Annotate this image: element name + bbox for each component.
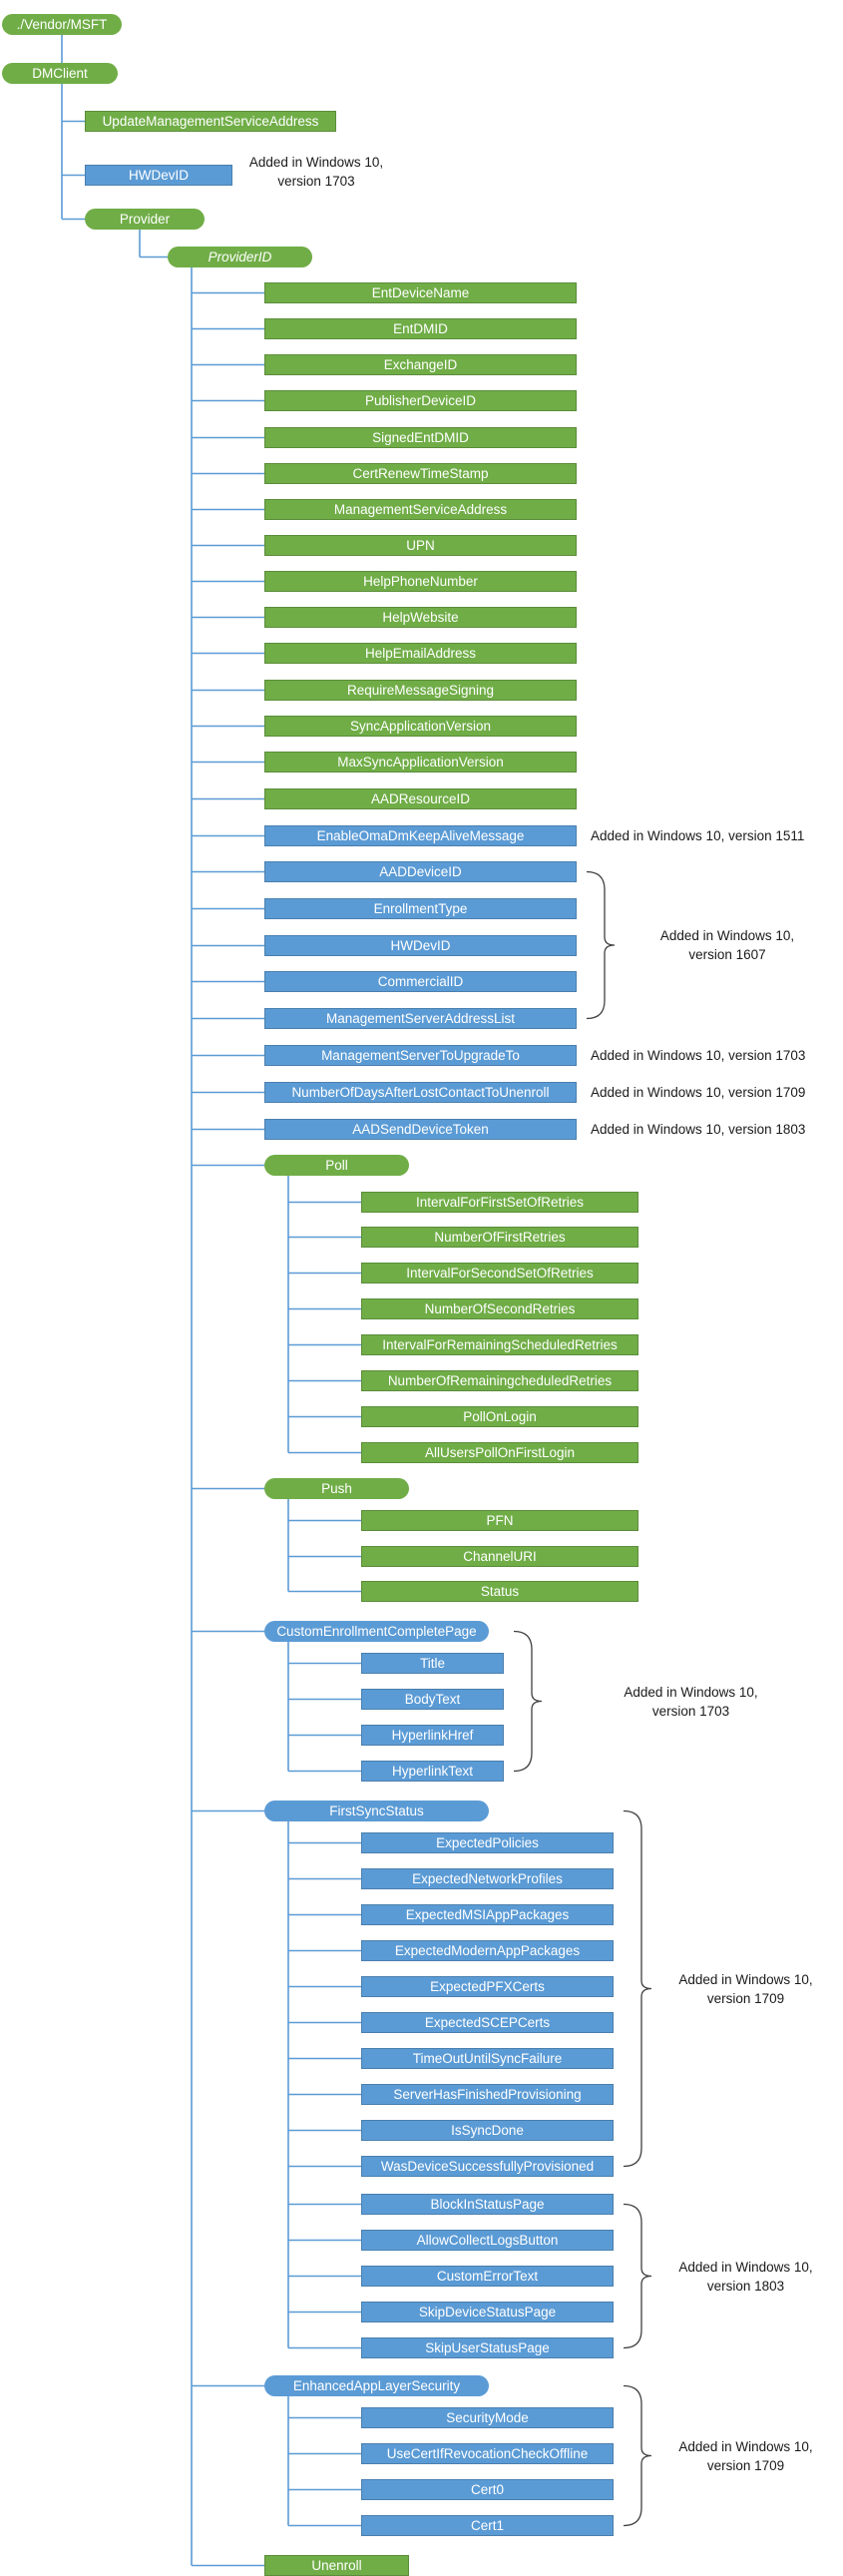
node-firstsyncstatus: FirstSyncStatus — [264, 1801, 489, 1821]
node-upn: UPN — [264, 535, 577, 556]
node-publisherdeviceid: PublisherDeviceID — [264, 390, 577, 411]
brace-a2 — [586, 870, 616, 1020]
node-pollonlogin: PollOnLogin — [361, 1406, 638, 1427]
node-helpemailaddress: HelpEmailAddress — [264, 643, 577, 664]
annotation-a7: Added in Windows 10, version 1709 — [678, 1971, 813, 2006]
node-pfn: PFN — [361, 1510, 638, 1531]
brace-a8 — [623, 2203, 652, 2349]
node-numberofremainingcheduledretries: NumberOfRemainingcheduledRetries — [361, 1370, 638, 1391]
node-entdevicename: EntDeviceName — [264, 282, 577, 303]
node-channeluri: ChannelURI — [361, 1546, 638, 1567]
node-customenrollmentcompletepage: CustomEnrollmentCompletePage — [264, 1621, 489, 1642]
node-hyperlinkhref: HyperlinkHref — [361, 1725, 504, 1746]
node-intervalforfirstsetofretries: IntervalForFirstSetOfRetries — [361, 1192, 638, 1213]
node-cert1: Cert1 — [361, 2515, 614, 2536]
node-helpwebsite: HelpWebsite — [264, 607, 577, 628]
node-allowcollectlogsbutton: AllowCollectLogsButton — [361, 2230, 614, 2251]
node-aadsenddevicetoken: AADSendDeviceToken — [264, 1119, 577, 1140]
node-aaddeviceid: AADDeviceID — [264, 861, 577, 882]
node-unenroll: Unenroll — [264, 2555, 409, 2576]
node-serverhasfinishedprovisioning: ServerHasFinishedProvisioning — [361, 2084, 614, 2105]
node-exchangeid: ExchangeID — [264, 354, 577, 375]
node-poll: Poll — [264, 1155, 409, 1176]
brace-a9 — [623, 2384, 652, 2527]
node-securitymode: SecurityMode — [361, 2407, 614, 2428]
node-expectedscepcerts: ExpectedSCEPCerts — [361, 2012, 614, 2033]
node-wasdevicesuccessfullyprovisioned: WasDeviceSuccessfullyProvisioned — [361, 2156, 614, 2177]
node-managementserviceaddress: ManagementServiceAddress — [264, 499, 577, 520]
annotation-a3: Added in Windows 10, version 1703 — [591, 1048, 806, 1063]
node-managementservertoupgradeto: ManagementServerToUpgradeTo — [264, 1045, 577, 1066]
node-enhancedapplayersecurity: EnhancedAppLayerSecurity — [264, 2375, 489, 2396]
annotation-a6: Added in Windows 10, version 1703 — [624, 1684, 758, 1719]
node-issyncdone: IsSyncDone — [361, 2120, 614, 2141]
annotation-a2: Added in Windows 10, version 1607 — [659, 928, 795, 962]
node-signedentdmid: SignedEntDMID — [264, 427, 577, 448]
node-entdmid: EntDMID — [264, 318, 577, 339]
node-updatemanagementserviceaddress: UpdateManagementServiceAddress — [85, 111, 336, 132]
annotation-a4: Added in Windows 10, version 1709 — [591, 1085, 806, 1100]
node-hyperlinktext: HyperlinkText — [361, 1761, 504, 1782]
node-blockinstatuspage: BlockInStatusPage — [361, 2194, 614, 2215]
node-alluserspollonfirstlogin: AllUsersPollOnFirstLogin — [361, 1442, 638, 1463]
brace-a6 — [513, 1630, 543, 1773]
node-provider: Provider — [85, 209, 205, 230]
node-maxsyncapplicationversion: MaxSyncApplicationVersion — [264, 752, 577, 773]
node-skipdevicestatuspage: SkipDeviceStatusPage — [361, 2302, 614, 2322]
node-cert0: Cert0 — [361, 2479, 614, 2500]
node-bodytext: BodyText — [361, 1689, 504, 1710]
node-expectedpfxcerts: ExpectedPFXCerts — [361, 1976, 614, 1997]
node-managementserveraddresslist: ManagementServerAddressList — [264, 1008, 577, 1029]
node-helpphonenumber: HelpPhoneNumber — [264, 571, 577, 592]
node-commercialid: CommercialID — [264, 971, 577, 992]
node-aadresourceid: AADResourceID — [264, 788, 577, 809]
node-enableomadmkeepalivemessage: EnableOmaDmKeepAliveMessage — [264, 825, 577, 846]
node-syncapplicationversion: SyncApplicationVersion — [264, 716, 577, 737]
node-enrollmenttype: EnrollmentType — [264, 898, 577, 919]
node-expectedmsiapppackages: ExpectedMSIAppPackages — [361, 1904, 614, 1925]
node-intervalforsecondsetofretries: IntervalForSecondSetOfRetries — [361, 1263, 638, 1284]
node-title: Title — [361, 1653, 504, 1674]
node-numberoffirstretries: NumberOfFirstRetries — [361, 1227, 638, 1248]
node-skipuserstatuspage: SkipUserStatusPage — [361, 2337, 614, 2358]
brace-a7 — [623, 1809, 652, 2168]
node-intervalforremainingscheduledretries: IntervalForRemainingScheduledRetries — [361, 1334, 638, 1355]
node-certrenewtimestamp: CertRenewTimeStamp — [264, 463, 577, 484]
node-requiremessagesigning: RequireMessageSigning — [264, 680, 577, 701]
node-hwdevid: HWDevID — [85, 165, 232, 186]
annotation-a1: Added in Windows 10, version 1511 — [591, 828, 805, 843]
node-timeoutuntilsyncfailure: TimeOutUntilSyncFailure — [361, 2048, 614, 2069]
node-status: Status — [361, 1581, 638, 1602]
annotation-a0: Added in Windows 10, version 1703 — [248, 155, 384, 189]
node-dmclient: DMClient — [2, 63, 118, 84]
node-hwdevid: HWDevID — [264, 935, 577, 956]
node-push: Push — [264, 1478, 409, 1499]
node-numberofdaysafterlostcontacttounenroll: NumberOfDaysAfterLostContactToUnenroll — [264, 1082, 577, 1103]
annotation-a8: Added in Windows 10, version 1803 — [678, 2259, 813, 2294]
annotation-a9: Added in Windows 10, version 1709 — [678, 2438, 813, 2473]
node-expectedpolicies: ExpectedPolicies — [361, 1832, 614, 1853]
node-providerid: ProviderID — [168, 247, 312, 267]
node-usecertifrevocationcheckoffline: UseCertIfRevocationCheckOffline — [361, 2443, 614, 2464]
node-customerrortext: CustomErrorText — [361, 2266, 614, 2287]
node-numberofsecondretries: NumberOfSecondRetries — [361, 1298, 638, 1319]
node-vendor-msft: ./Vendor/MSFT — [2, 14, 122, 35]
node-expectednetworkprofiles: ExpectedNetworkProfiles — [361, 1868, 614, 1889]
annotation-a5: Added in Windows 10, version 1803 — [591, 1122, 806, 1137]
node-expectedmodernapppackages: ExpectedModernAppPackages — [361, 1940, 614, 1961]
